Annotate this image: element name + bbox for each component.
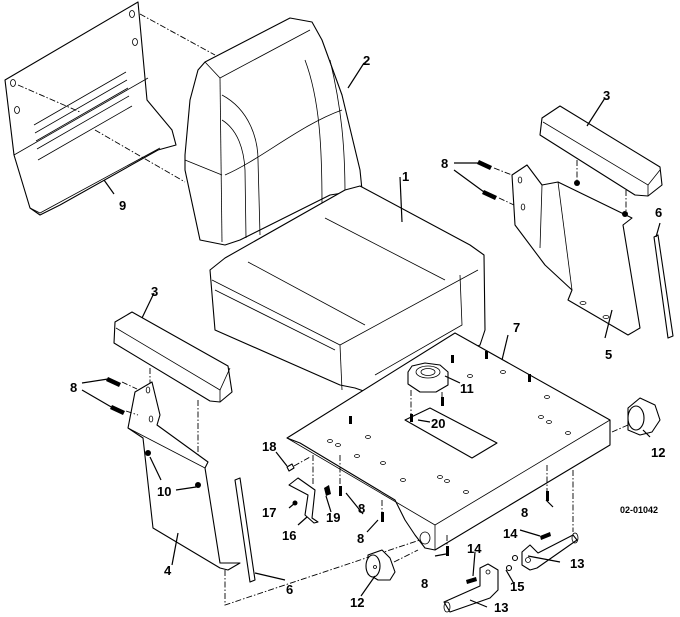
callout-12-bottom: 12 bbox=[350, 595, 364, 610]
callout-9: 9 bbox=[119, 198, 126, 213]
callout-15: 15 bbox=[510, 579, 524, 594]
part-8-right-bolts bbox=[477, 160, 515, 206]
callout-1: 1 bbox=[402, 169, 409, 184]
callout-3-left: 3 bbox=[151, 284, 158, 299]
callout-17: 17 bbox=[262, 505, 276, 520]
part-11-swivel bbox=[407, 362, 449, 418]
plate-holes bbox=[327, 370, 571, 494]
callout-19: 19 bbox=[326, 510, 340, 525]
part-8-left-bolts bbox=[106, 377, 139, 416]
callout-16: 16 bbox=[282, 528, 296, 543]
callout-7: 7 bbox=[513, 320, 520, 335]
part-12-bottom-isolator bbox=[365, 549, 419, 581]
callout-14-right: 14 bbox=[503, 526, 518, 541]
callout-6-right: 6 bbox=[655, 205, 662, 220]
part-13-right-tube bbox=[521, 532, 579, 571]
callout-8-mid-a: 8 bbox=[358, 501, 365, 516]
callout-13-right: 13 bbox=[570, 556, 584, 571]
callout-3-right: 3 bbox=[603, 88, 610, 103]
callout-8-left-upper: 8 bbox=[70, 380, 77, 395]
callout-6-bottom: 6 bbox=[286, 582, 293, 597]
callout-20: 20 bbox=[431, 416, 445, 431]
callout-2: 2 bbox=[363, 53, 370, 68]
part-2-seat-back bbox=[184, 17, 363, 246]
part-7-base-plate bbox=[286, 332, 611, 551]
callout-8-right-lower: 8 bbox=[521, 505, 528, 520]
callout-10: 10 bbox=[157, 484, 171, 499]
part-12-right-isolator bbox=[611, 397, 661, 436]
callout-5: 5 bbox=[605, 347, 612, 362]
callout-4: 4 bbox=[164, 563, 172, 578]
callout-8-mid-b: 8 bbox=[357, 531, 364, 546]
callout-13-bottom: 13 bbox=[494, 600, 508, 615]
callout-12-right: 12 bbox=[651, 445, 665, 460]
part-8-plate-bolts bbox=[339, 455, 574, 556]
figure-id-label: 02-01042 bbox=[620, 505, 658, 515]
part-1-seat-cushion bbox=[209, 185, 486, 396]
callout-14-bottom: 14 bbox=[467, 541, 482, 556]
part-6-right-rod bbox=[653, 234, 674, 339]
part-5-right-bracket bbox=[511, 164, 641, 336]
part-3-right-armrest bbox=[539, 105, 663, 212]
leader-lines bbox=[81, 62, 661, 608]
plate-studs bbox=[349, 351, 531, 424]
part-9-rear-panel bbox=[4, 1, 216, 216]
part-20-bolts bbox=[410, 397, 444, 422]
vent-slots bbox=[33, 71, 133, 161]
callout-11: 11 bbox=[460, 381, 474, 396]
part-4-left-bracket bbox=[127, 381, 241, 571]
callout-8-bottom: 8 bbox=[421, 576, 428, 591]
part-13-bottom-tube bbox=[443, 563, 499, 613]
callout-8-right-upper: 8 bbox=[441, 156, 448, 171]
part-6-left-rod bbox=[224, 477, 421, 606]
parts-16-19-latch bbox=[286, 455, 331, 524]
part-14-15-fasteners bbox=[466, 532, 551, 584]
callout-18: 18 bbox=[262, 439, 276, 454]
callouts: 1 2 3 3 4 5 6 6 7 8 8 8 8 8 8 9 10 11 12… bbox=[70, 53, 665, 615]
